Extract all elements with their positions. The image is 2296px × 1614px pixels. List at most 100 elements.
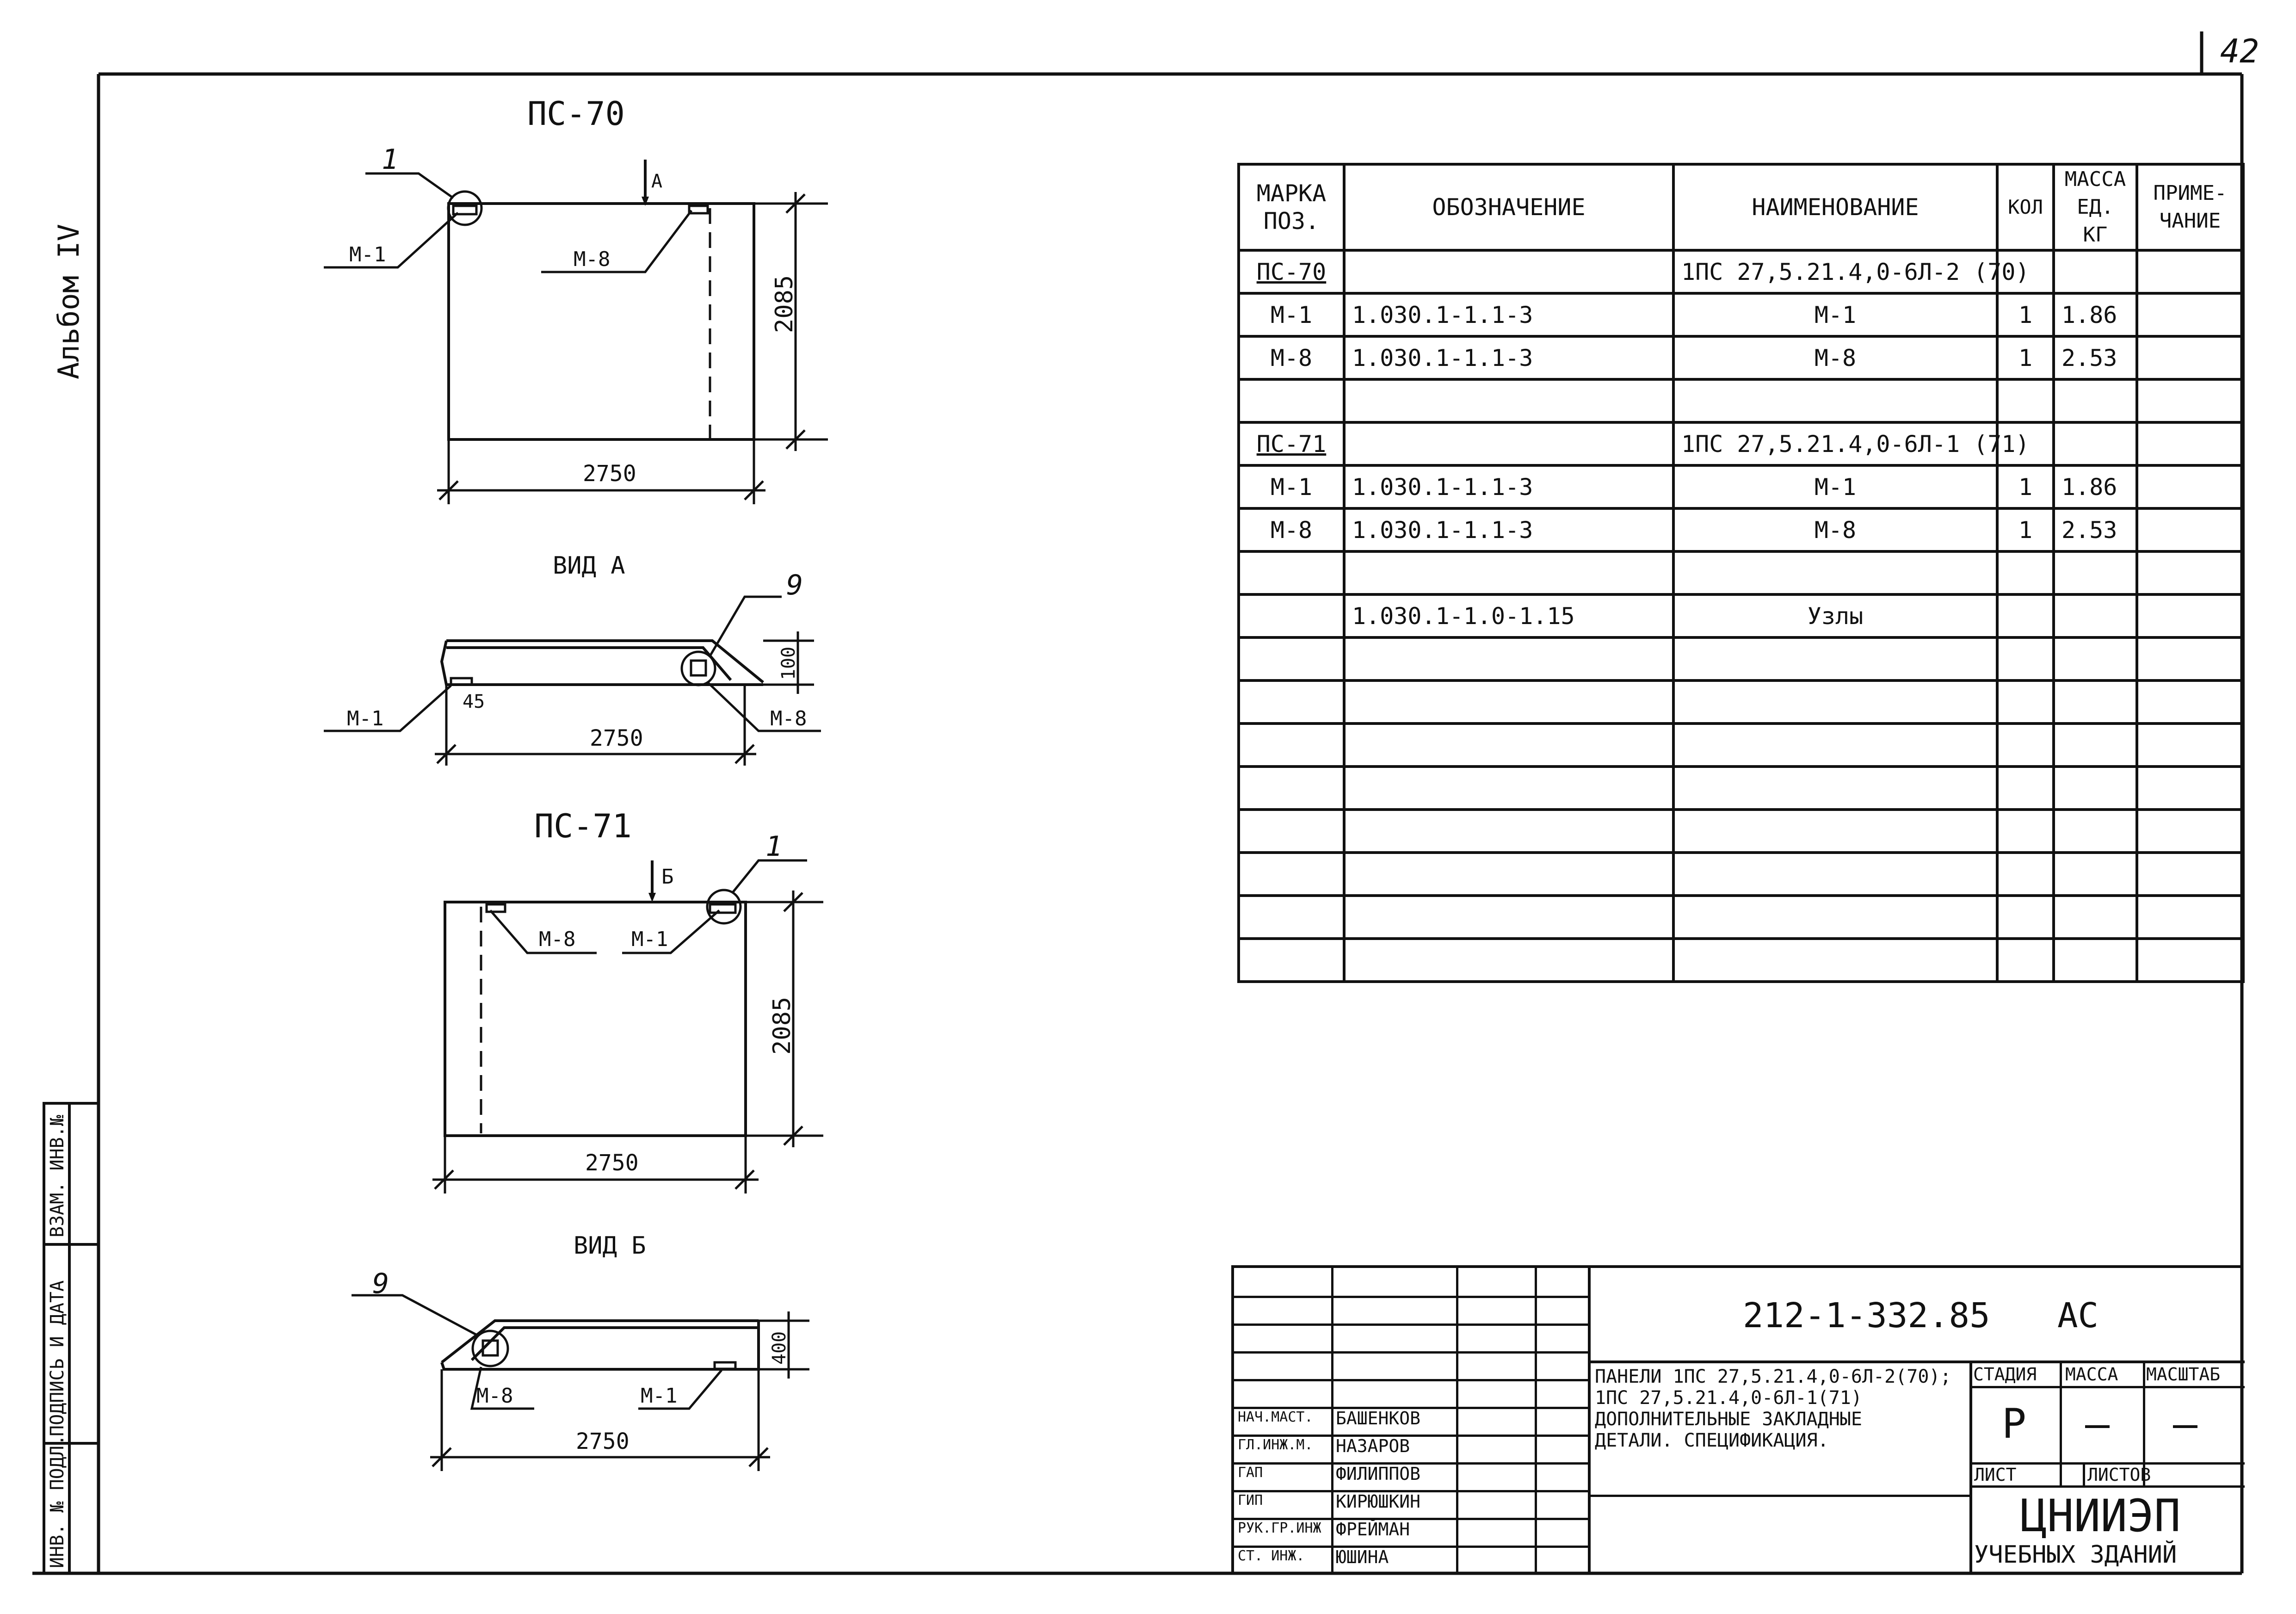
cell-note [2136,679,2245,725]
cell-note [2136,507,2245,553]
cell-name [1672,851,1999,897]
ps71-width-dim: 2750 [585,1150,639,1176]
signer-role: ГАП [1238,1465,1263,1481]
ps71-height-dim: 2085 [768,997,796,1055]
cell-name: 1ПС 27,5.21.4,0-6Л-1 (71) [1672,421,2030,467]
cell-mark [1237,722,1346,768]
signer-name: ФРЕЙМАН [1336,1519,1410,1540]
cell-qty [1996,249,2055,295]
swap-inv-label: ВЗАМ. ИНВ.№ [47,1115,68,1237]
cell-mass: 2.53 [2052,507,2138,553]
view-b-width-dim: 2750 [576,1428,630,1454]
cell-note [2136,636,2245,682]
view-b-dim-400: 400 [769,1331,790,1365]
ps71-drawing: ПС-71 1 Б М-8 М-1 2085 2750 [432,807,823,1193]
view-a-callout: 9 [786,569,803,601]
signer-role: СТ. ИНЖ. [1238,1548,1305,1564]
cell-qty [1996,894,2055,940]
cell-mark [1237,636,1346,682]
ps70-panel-outline [447,202,755,441]
cell-name: М-8 [1672,507,1999,553]
cell-name [1672,937,1999,983]
cell-mass [2052,550,2138,596]
org-subtitle: УЧЕБНЫХ ЗДАНИЙ [1974,1541,2177,1569]
album-label: Альбом IV [52,224,86,379]
cell-mass [2052,894,2138,940]
cell-qty: 1 [1996,464,2055,510]
table-row [1237,378,2245,424]
signer-name: КИРЮШКИН [1336,1491,1421,1512]
cell-mass [2052,679,2138,725]
description-line-2: 1ПС 27,5.21.4,0-6Л-1(71) [1595,1387,1862,1409]
table-row [1237,808,2245,854]
cell-note [2136,292,2245,338]
ps71-node-circle [706,889,742,925]
table-row [1237,765,2245,811]
cell-name [1672,808,1999,854]
cell-mass [2052,937,2138,983]
cell-qty [1996,722,2055,768]
cell-designation [1343,550,1675,596]
cell-mass [2052,722,2138,768]
table-row [1237,636,2245,682]
cell-mark: М-8 [1237,335,1346,381]
signer-role: НАЧ.МАСТ. [1238,1409,1313,1425]
cell-note [2136,335,2245,381]
cell-note [2136,593,2245,639]
cell-qty [1996,593,2055,639]
cell-qty [1996,765,2055,811]
signer-name: БАШЕНКОВ [1336,1408,1421,1428]
cell-mark [1237,378,1346,424]
cell-mark [1237,894,1346,940]
signer-role: ГИП [1238,1492,1263,1509]
sign-date-label: ПОДПИСЬ И ДАТА [47,1280,68,1436]
cell-designation [1343,378,1675,424]
view-b-title: ВИД Б [574,1232,646,1260]
cell-mark [1237,851,1346,897]
cell-qty: 1 [1996,335,2055,381]
cell-name [1672,636,1999,682]
cell-designation: 1.030.1-1.0-1.15 [1343,593,1675,639]
ps71-callout: 1 [765,830,782,863]
cell-mass [2052,808,2138,854]
inv-no-label: ИНВ. № ПОДЛ. [47,1435,68,1568]
cell-designation [1343,679,1675,725]
col-mark-header: МАРКА ПОЗ. [1237,163,1346,252]
stage-label: СТАДИЯ [1973,1364,2037,1385]
cell-mark [1237,808,1346,854]
mass-value: — [2085,1400,2110,1447]
cell-name [1672,679,1999,725]
table-row: ПС-71 1ПС 27,5.21.4,0-6Л-1 (71) [1237,421,2245,467]
cell-designation: 1.030.1-1.1-3 [1343,292,1675,338]
cell-note [2136,937,2245,983]
cell-mark: ПС-70 [1237,249,1346,295]
view-b-m1-label: М-1 [641,1384,677,1408]
cell-mark [1237,937,1346,983]
org-name: ЦНИИЭП [2020,1490,2181,1542]
view-a-dim-45: 45 [463,691,485,712]
cell-note [2136,765,2245,811]
cell-note [2136,421,2245,467]
side-stamp: ИНВ. № ПОДЛ. ПОДПИСЬ И ДАТА ВЗАМ. ИНВ.№ [43,1102,100,1575]
signer-role: ГЛ.ИНЖ.М. [1238,1437,1313,1453]
cell-qty [1996,937,2055,983]
cell-mass: 2.53 [2052,335,2138,381]
ps70-callout: 1 [382,143,398,176]
ps70-width-dim: 2750 [583,461,636,487]
table-row [1237,679,2245,725]
ps71-section-mark: Б [661,865,674,889]
ps70-height-dim: 2085 [771,275,798,333]
spec-header-row: МАРКА ПОЗ. ОБОЗНАЧЕНИЕ НАИМЕНОВАНИЕ КОЛ … [1237,163,2245,252]
cell-qty [1996,550,2055,596]
cell-name [1672,550,1999,596]
cell-note [2136,550,2245,596]
cell-mass [2052,378,2138,424]
cell-designation [1343,722,1675,768]
cell-mark: М-8 [1237,507,1346,553]
cell-mark: ПС-71 [1237,421,1346,467]
cell-mark [1237,550,1346,596]
cell-designation: 1.030.1-1.1-3 [1343,464,1675,510]
